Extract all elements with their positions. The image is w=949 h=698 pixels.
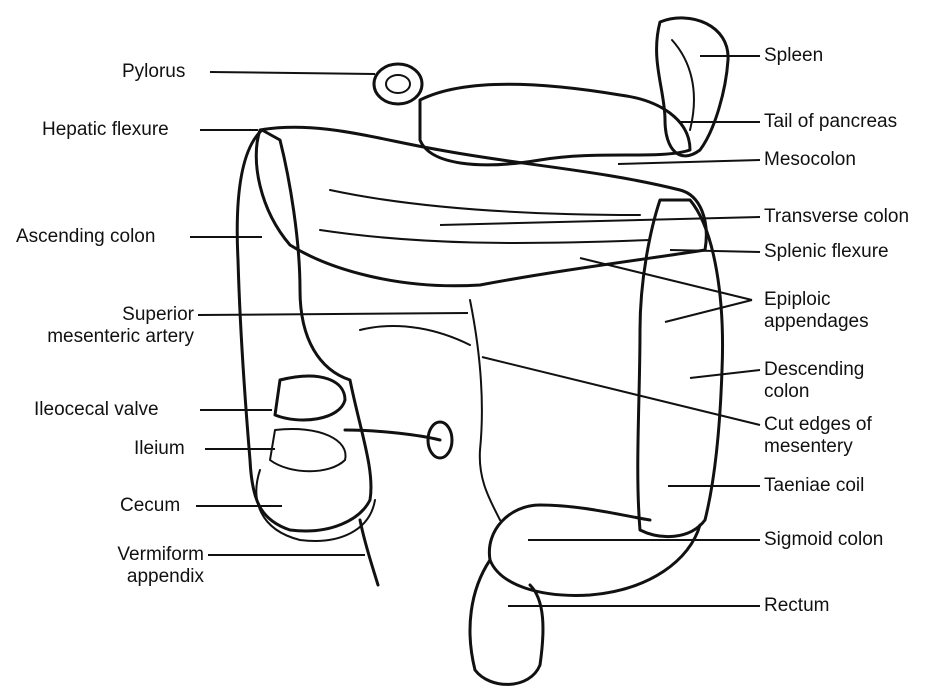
label-cut-edges-of-mesentery: Cut edges of mesentery (764, 414, 872, 458)
label-cecum: Cecum (120, 495, 180, 517)
label-cut-edges-of-mesentery-line1: Cut edges of (764, 414, 872, 436)
label-superior-mesenteric-artery-line1: Superior (8, 304, 194, 326)
label-superior-mesenteric-artery-line2: mesenteric artery (8, 326, 194, 348)
label-mesocolon: Mesocolon (764, 149, 856, 171)
label-vermiform-appendix-line1: Vermiform (86, 544, 204, 566)
label-hepatic-flexure: Hepatic flexure (42, 119, 169, 141)
leader-descending-colon (690, 370, 760, 378)
label-vermiform-appendix: Vermiform appendix (86, 544, 204, 588)
label-ascending-colon: Ascending colon (16, 226, 155, 248)
label-transverse-colon: Transverse colon (764, 206, 909, 228)
label-ileium: Ileium (134, 438, 185, 460)
mesentery-shape (470, 300, 500, 520)
leader-epiploic-2 (665, 300, 752, 322)
label-spleen: Spleen (764, 45, 823, 67)
label-descending-colon-line1: Descending (764, 359, 864, 381)
label-sigmoid-colon: Sigmoid colon (764, 529, 883, 551)
label-rectum: Rectum (764, 595, 829, 617)
appendix-shape (360, 520, 378, 585)
ileum-shape (275, 376, 345, 420)
leader-transverse-colon (440, 217, 760, 225)
leader-epiploic-1 (580, 258, 752, 300)
label-pylorus: Pylorus (122, 61, 185, 83)
label-superior-mesenteric-artery: Superior mesenteric artery (8, 304, 194, 348)
label-cut-edges-of-mesentery-line2: mesentery (764, 436, 872, 458)
sigmoid-colon-shape (489, 505, 700, 595)
transverse-colon-shape (256, 127, 706, 285)
label-epiploic-appendages: Epiploic appendages (764, 289, 869, 333)
label-vermiform-appendix-line2: appendix (86, 566, 204, 588)
label-descending-colon-line2: colon (764, 381, 864, 403)
label-epiploic-appendages-line2: appendages (764, 311, 869, 333)
leader-mesocolon (618, 160, 760, 164)
label-epiploic-appendages-line1: Epiploic (764, 289, 869, 311)
leader-splenic-flexure (670, 250, 760, 252)
leader-pylorus (210, 72, 375, 74)
label-tail-of-pancreas: Tail of pancreas (764, 111, 897, 133)
leader-cut-edges-of-mesentery (482, 357, 760, 425)
label-splenic-flexure: Splenic flexure (764, 241, 889, 263)
pylorus-shape (374, 64, 422, 104)
leader-superior-mesenteric-artery (198, 313, 468, 315)
label-taeniae-coil: Taeniae coil (764, 475, 864, 497)
label-descending-colon: Descending colon (764, 359, 864, 403)
label-ileocecal-valve: Ileocecal valve (34, 399, 159, 421)
